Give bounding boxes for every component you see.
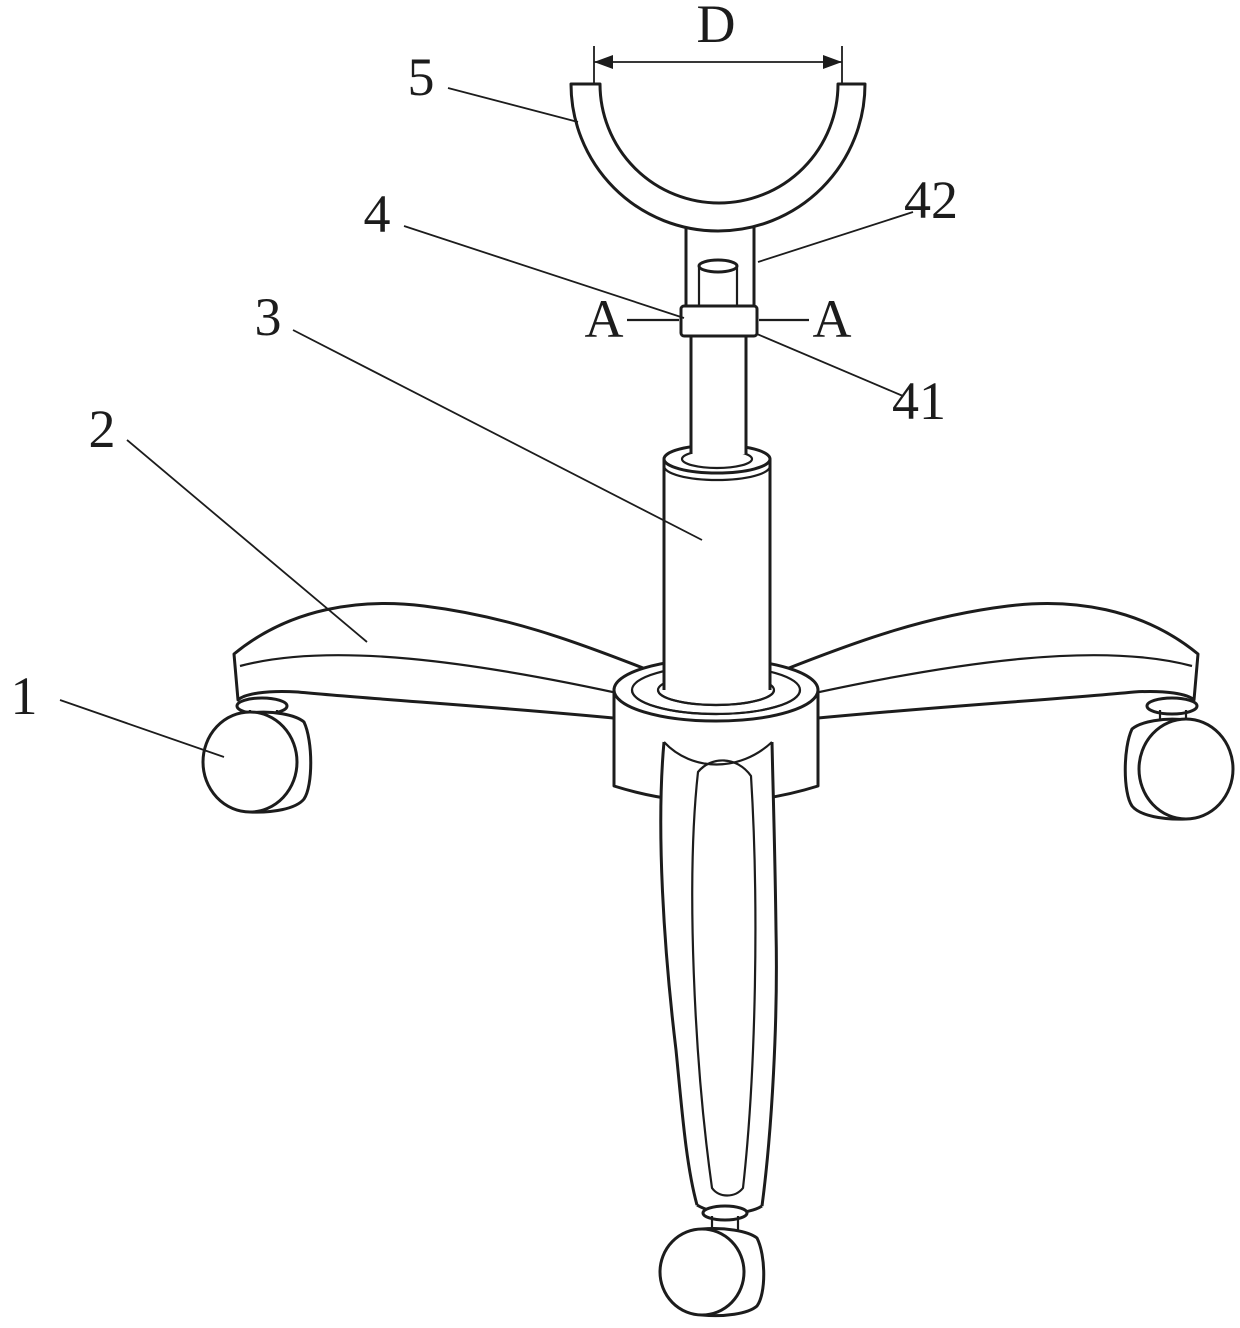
label-part-41: 41: [892, 371, 946, 431]
caster-front-mount-plate: [701, 1204, 749, 1222]
hub-front-rim-middle: [630, 689, 802, 716]
leader-line-part-41: [756, 333, 904, 397]
leader-line-part-3: [292, 329, 703, 541]
base-leg-front-inner-loop: [691, 759, 757, 1197]
dimension-d-arrow-right: [823, 55, 842, 69]
leader-line-part-2: [126, 439, 368, 643]
leader-line-part-42: [757, 211, 914, 263]
label-part-1: 1: [11, 666, 38, 726]
label-part-42: 42: [904, 170, 958, 230]
base-leg-front-right-edge: [760, 741, 778, 1207]
leader-line-part-5: [447, 87, 579, 123]
base-leg-right-edge-line: [791, 654, 1193, 700]
label-part-4: 4: [364, 184, 391, 244]
leader-line-part-1: [59, 699, 225, 758]
rod-top-sides: [697, 266, 739, 308]
rod-top-cap: [697, 258, 739, 274]
hub-front-rim-outer: [612, 689, 820, 723]
lift-rod-sides: [689, 336, 748, 454]
caster-right: [1123, 696, 1235, 821]
caster-front: [658, 1204, 766, 1318]
dimension-d-label: D: [697, 0, 736, 54]
annotations: D A A 5 4 42 41 3 2 1: [11, 0, 958, 758]
column-body-fill: [664, 459, 770, 690]
caster-left-wheel-face: [201, 710, 299, 814]
caster-right-wheel-face: [1137, 717, 1235, 821]
section-a-left-label: A: [585, 289, 624, 349]
base-leg-left-edge-line: [239, 654, 641, 700]
column-top-rim-lip: [662, 465, 772, 482]
dimension-d-arrow-left: [594, 55, 613, 69]
hub-front-rim-inner: [656, 689, 776, 707]
caster-left: [201, 696, 313, 814]
label-part-5: 5: [408, 47, 435, 107]
base-leg-front-left-edge: [659, 741, 699, 1206]
base-leg-front-group: [658, 741, 778, 1318]
cradle-assembly: [569, 82, 867, 308]
lift-rod-fill: [691, 336, 746, 454]
base-leg-front-top-crease: [663, 741, 773, 766]
caster-right-mount-plate: [1145, 696, 1199, 716]
caster-front-wheel-face: [658, 1227, 746, 1317]
column-sides: [662, 459, 772, 690]
dimension-d-extension-lines: [593, 46, 843, 84]
adjusting-collar: [679, 304, 759, 338]
cradle-cup: [569, 82, 867, 233]
label-part-2: 2: [89, 399, 116, 459]
column-assembly: [662, 304, 772, 690]
base-leg-front-fill: [660, 742, 777, 1213]
base-hub-front-rims: [612, 689, 820, 723]
section-a-right-label: A: [813, 289, 852, 349]
leader-line-part-4: [403, 225, 685, 319]
label-part-3: 3: [255, 287, 282, 347]
